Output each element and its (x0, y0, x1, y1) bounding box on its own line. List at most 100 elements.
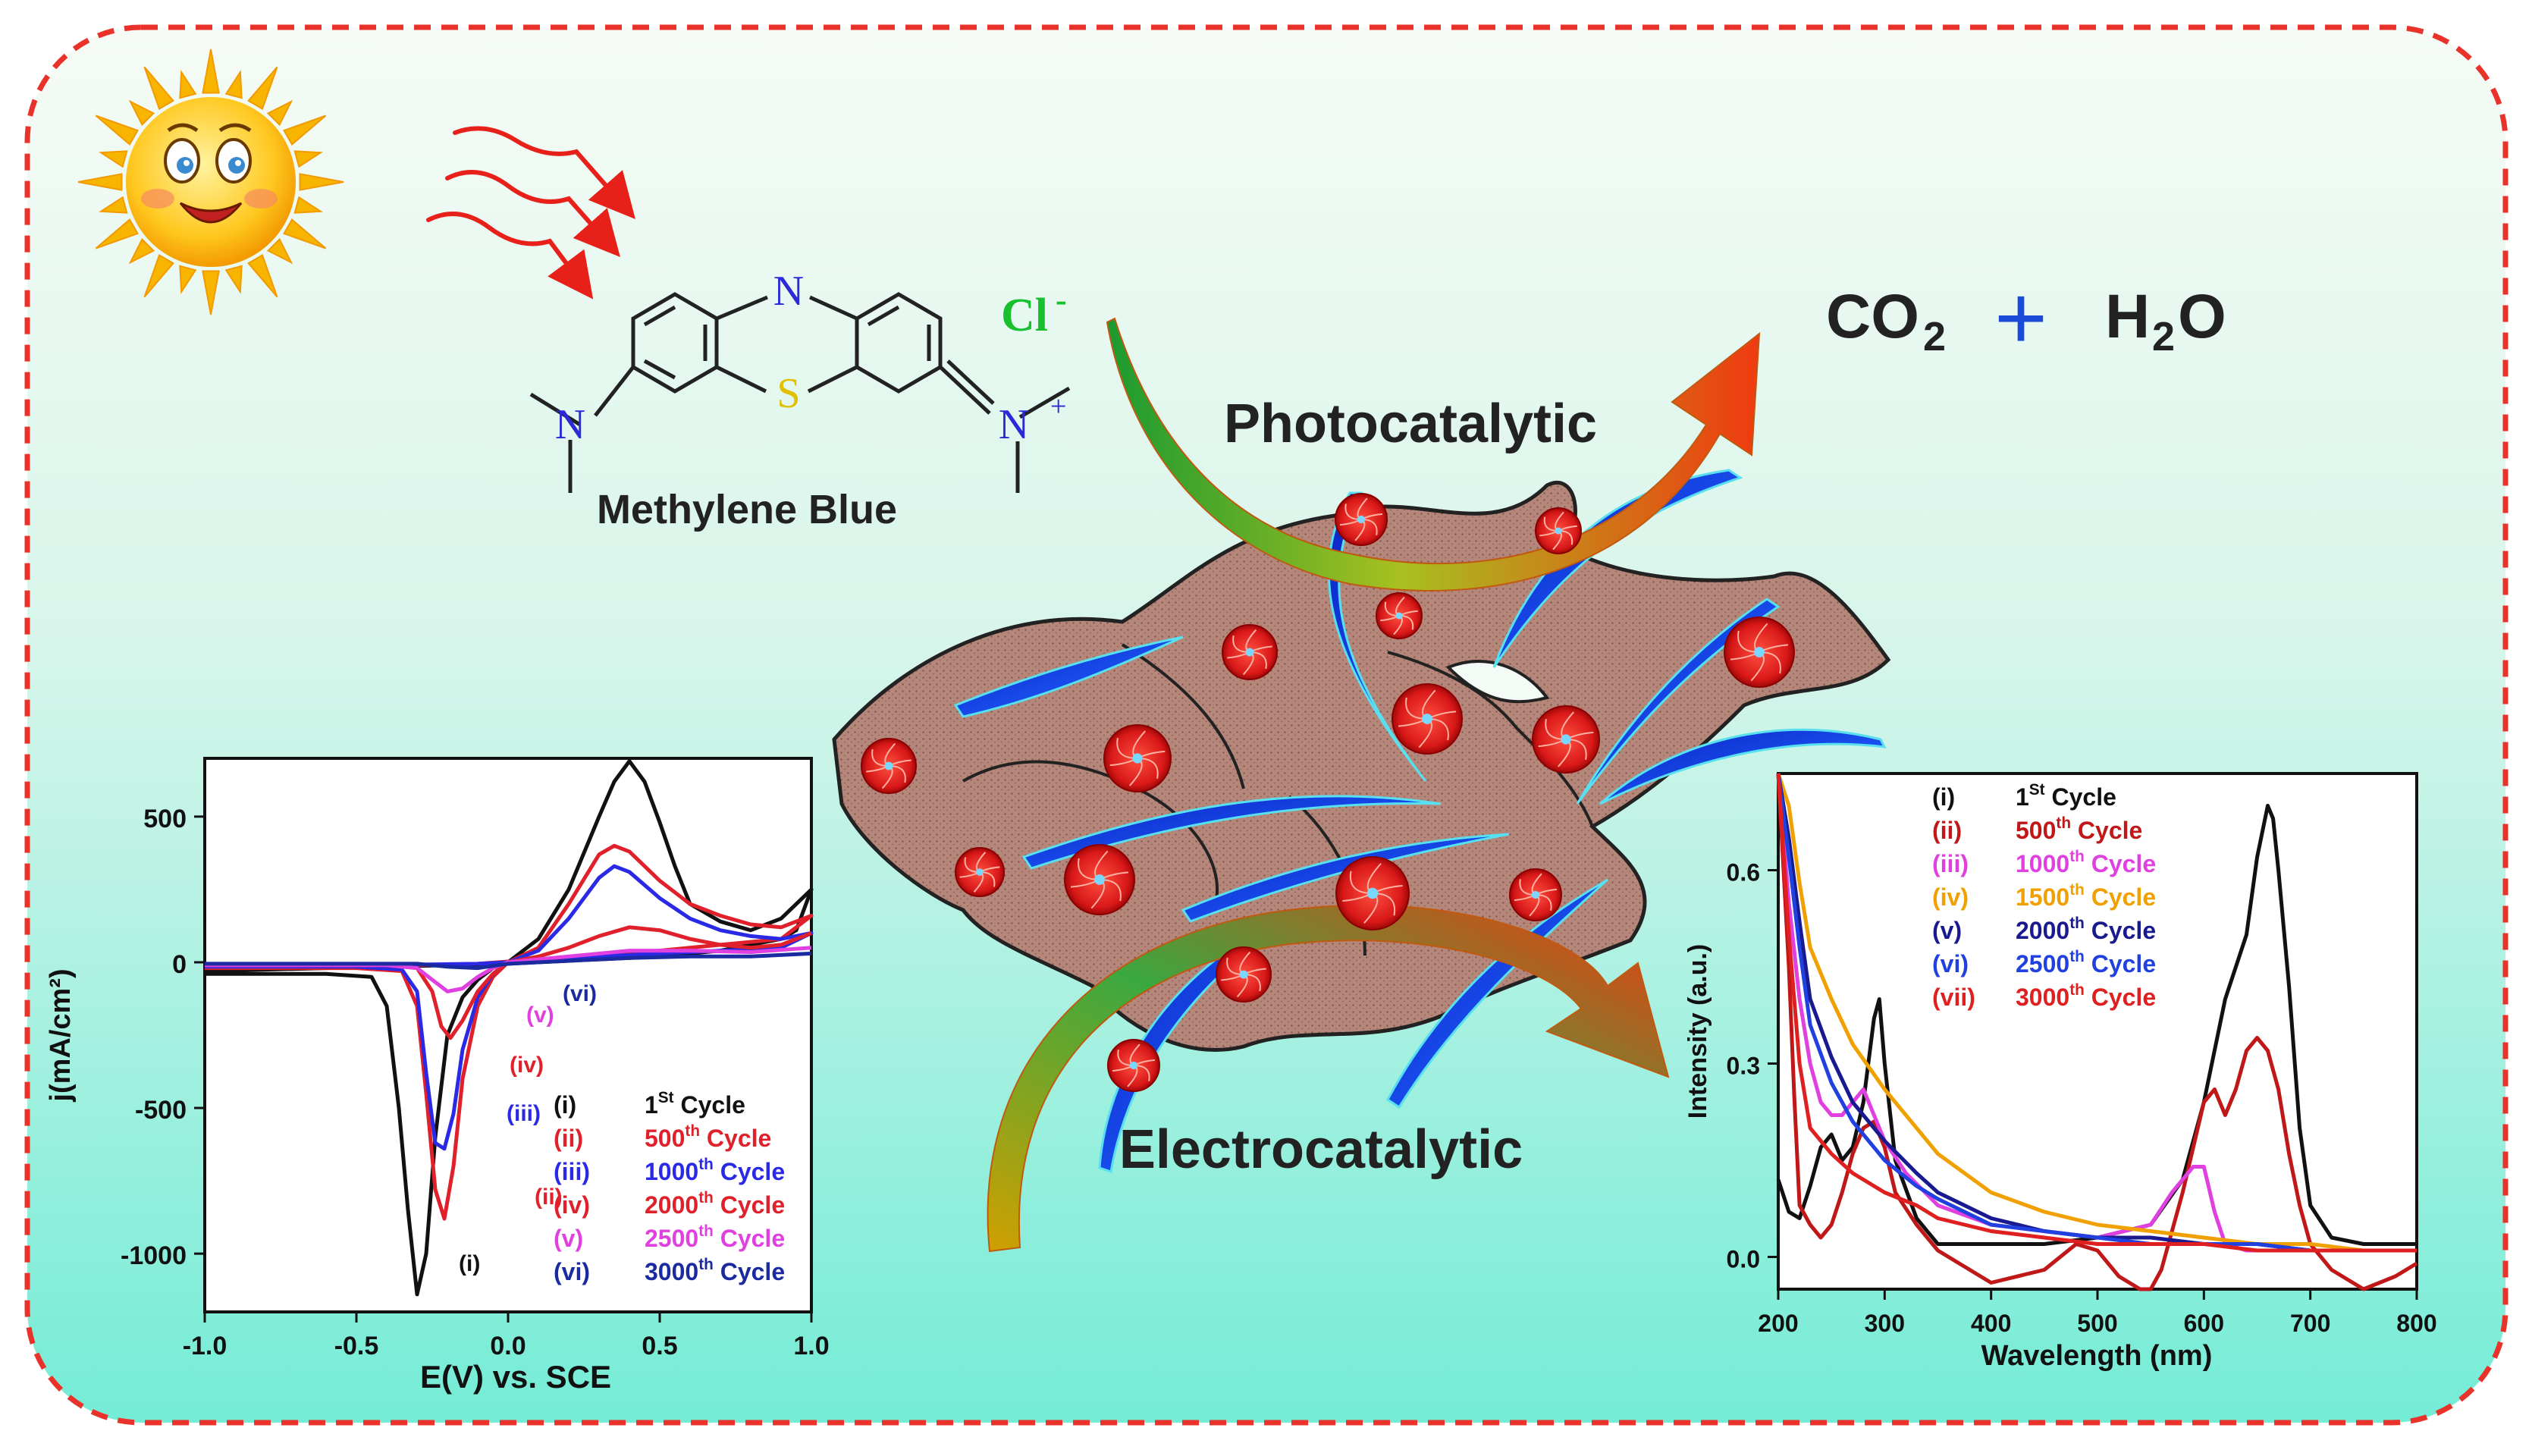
uv-xtick-label: 500 (2077, 1310, 2117, 1337)
cv-ytick-label: 0 (172, 950, 187, 979)
uv-legend-id: (vii) (1932, 984, 1975, 1011)
cv-legend-id: (ii) (554, 1125, 583, 1152)
cv-legend-label: 2000th Cycle (645, 1189, 785, 1219)
uv-legend-label: 1500th Cycle (2016, 881, 2156, 911)
cv-curve-label: (iv) (510, 1053, 544, 1078)
uv-legend-label: 1St Cycle (2016, 781, 2116, 811)
methylene-blue-atoms: N S N N + Cl - Methylene Blue (555, 268, 1067, 532)
uv-legend-label: 2000th Cycle (2016, 915, 2156, 944)
sun-ray (266, 99, 293, 127)
co2-formula: CO (1826, 282, 1919, 351)
cv-ytick-label: 500 (143, 805, 187, 833)
cv-xtick-label: 0.0 (490, 1332, 526, 1360)
uv-series-2 (1776, 773, 2418, 1291)
uv-legend-label: 500th Cycle (2016, 814, 2142, 844)
sun-ray (95, 115, 139, 146)
uv-legend-id: (iv) (1932, 883, 1969, 911)
products-formula: CO 2 + H 2 O (1826, 267, 2226, 369)
nanoparticle (955, 847, 1005, 897)
sun-ray (128, 99, 155, 127)
charge-plus: + (1050, 391, 1066, 422)
nanoparticle (1509, 868, 1562, 921)
uv-legend-id: (vi) (1932, 950, 1969, 977)
uv-xtick-label: 400 (1971, 1310, 2011, 1337)
cv-xtick-label: -1.0 (183, 1332, 227, 1360)
co2-subscript: 2 (1923, 314, 1946, 359)
cv-series-3 (204, 864, 814, 1151)
cv-xtick-label: -0.5 (334, 1332, 379, 1360)
process-labels: Photocatalytic Electrocatalytic (1119, 394, 1597, 1180)
h2o-o: O (2178, 282, 2226, 351)
counter-ion-cl: Cl (1001, 290, 1048, 341)
nanoparticle-group (861, 493, 1795, 1092)
molecule-label: Methylene Blue (597, 487, 897, 532)
uv-ytick-label: 0.3 (1727, 1053, 1760, 1080)
sun-ray (95, 218, 139, 249)
nanoparticle (1535, 507, 1582, 554)
photocatalytic-label: Photocatalytic (1224, 394, 1597, 454)
cv-series-5 (205, 946, 812, 993)
sun-ray (283, 218, 327, 249)
uv-xlabel: Wavelength (nm) (1981, 1340, 2213, 1372)
nanoparticle (1335, 493, 1388, 546)
cv-series-6 (205, 951, 812, 971)
uv-legend-id: (iii) (1932, 850, 1969, 877)
atom-n-right: N (999, 401, 1029, 448)
nanoparticle (1103, 724, 1172, 792)
uv-xtick-label: 800 (2396, 1310, 2436, 1337)
cv-curve-label: (ii) (535, 1185, 563, 1210)
cv-xtick-label: 1.0 (793, 1332, 829, 1360)
cv-curve-label: (vi) (563, 981, 597, 1006)
atom-n-ring: N (773, 268, 804, 315)
uv-legend-id: (v) (1932, 917, 1962, 944)
cv-legend-label: 500th Cycle (645, 1122, 771, 1152)
sun-ray (202, 49, 220, 94)
uv-legend-id: (ii) (1932, 817, 1962, 844)
nanoparticle (1532, 705, 1600, 774)
sun-ray (247, 254, 278, 298)
cv-xtick-label: 0.5 (642, 1332, 677, 1360)
uv-ylabel: Intensity (a.u.) (1683, 944, 1712, 1119)
uv-xtick-label: 700 (2290, 1310, 2330, 1337)
electrocatalytic-arrow (987, 904, 1670, 1253)
sun-ray (179, 69, 197, 99)
cv-legend-id: (v) (554, 1225, 583, 1252)
h2o-subscript: 2 (2152, 314, 2175, 359)
sun-ray (293, 150, 324, 168)
sun-ray (202, 270, 220, 315)
light-wave-icon (426, 126, 635, 300)
arrow-icon (987, 317, 1761, 1253)
uv-legend-id: (i) (1932, 783, 1955, 811)
nanoparticle (1376, 592, 1423, 639)
cv-xlabel: E(V) vs. SCE (420, 1359, 611, 1395)
nanoparticle (1216, 946, 1272, 1003)
cv-legend-label: 1000th Cycle (645, 1156, 785, 1185)
cv-curve-label: (v) (526, 1003, 554, 1028)
methylene-blue-structure (529, 292, 1071, 493)
counter-ion-charge: - (1056, 281, 1067, 318)
sun-ray (224, 69, 243, 99)
uv-series-1 (1776, 804, 2417, 1246)
uv-ytick-label: 0.0 (1727, 1246, 1760, 1273)
sun-ray (266, 237, 293, 265)
sun-ray (98, 150, 128, 168)
uv-legend-label: 2500th Cycle (2016, 948, 2156, 977)
nanoparticle (1724, 617, 1795, 688)
nanoparticle (1222, 624, 1278, 680)
cv-legend-id: (vi) (554, 1258, 590, 1285)
nanoparticle (1107, 1039, 1160, 1092)
cv-legend-label: 2500th Cycle (645, 1222, 785, 1252)
cv-ytick-label: -500 (135, 1096, 187, 1125)
electrocatalytic-label: Electrocatalytic (1119, 1119, 1523, 1180)
sun-ray (143, 254, 174, 298)
sun-ray (98, 196, 128, 214)
cv-legend-id: (i) (554, 1091, 576, 1119)
sun-ray (247, 66, 278, 110)
sun-ray (299, 173, 344, 191)
uv-series-3 (1776, 773, 2417, 1253)
atom-n-left: N (555, 401, 585, 448)
